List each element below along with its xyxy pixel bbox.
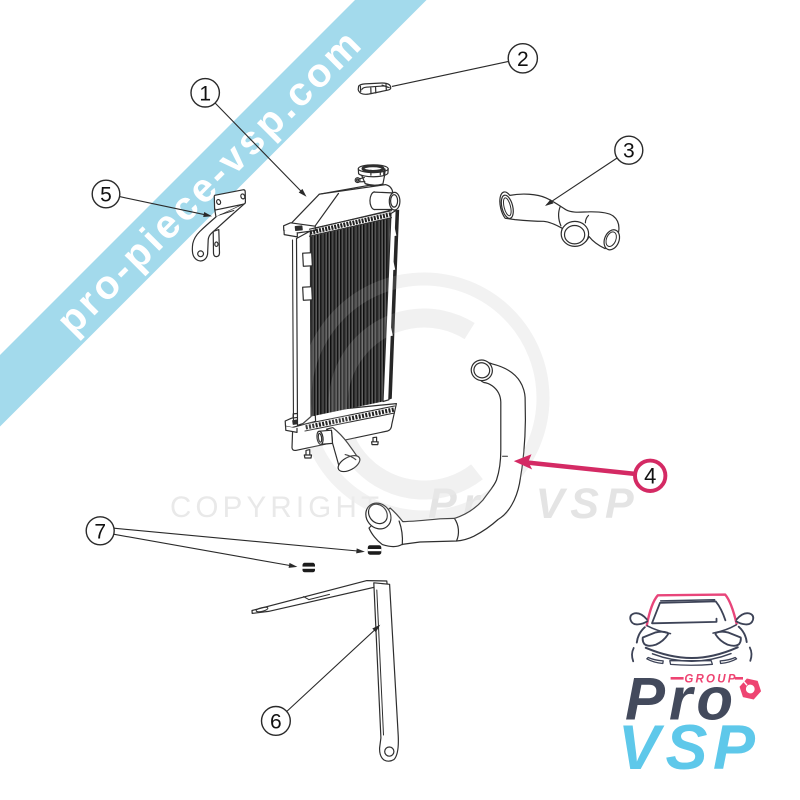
svg-text:4: 4 <box>644 464 656 489</box>
svg-text:7: 7 <box>94 520 106 543</box>
svg-text:3: 3 <box>623 140 635 163</box>
svg-text:1: 1 <box>199 82 211 105</box>
svg-text:VSP: VSP <box>618 713 761 783</box>
svg-text:2: 2 <box>517 48 529 71</box>
svg-text:GROUP: GROUP <box>684 674 737 686</box>
svg-text:6: 6 <box>270 710 282 733</box>
svg-text:Pro: Pro <box>625 666 737 733</box>
svg-text:5: 5 <box>100 184 112 207</box>
svg-text:COPYRIGHT: COPYRIGHT <box>170 491 383 524</box>
